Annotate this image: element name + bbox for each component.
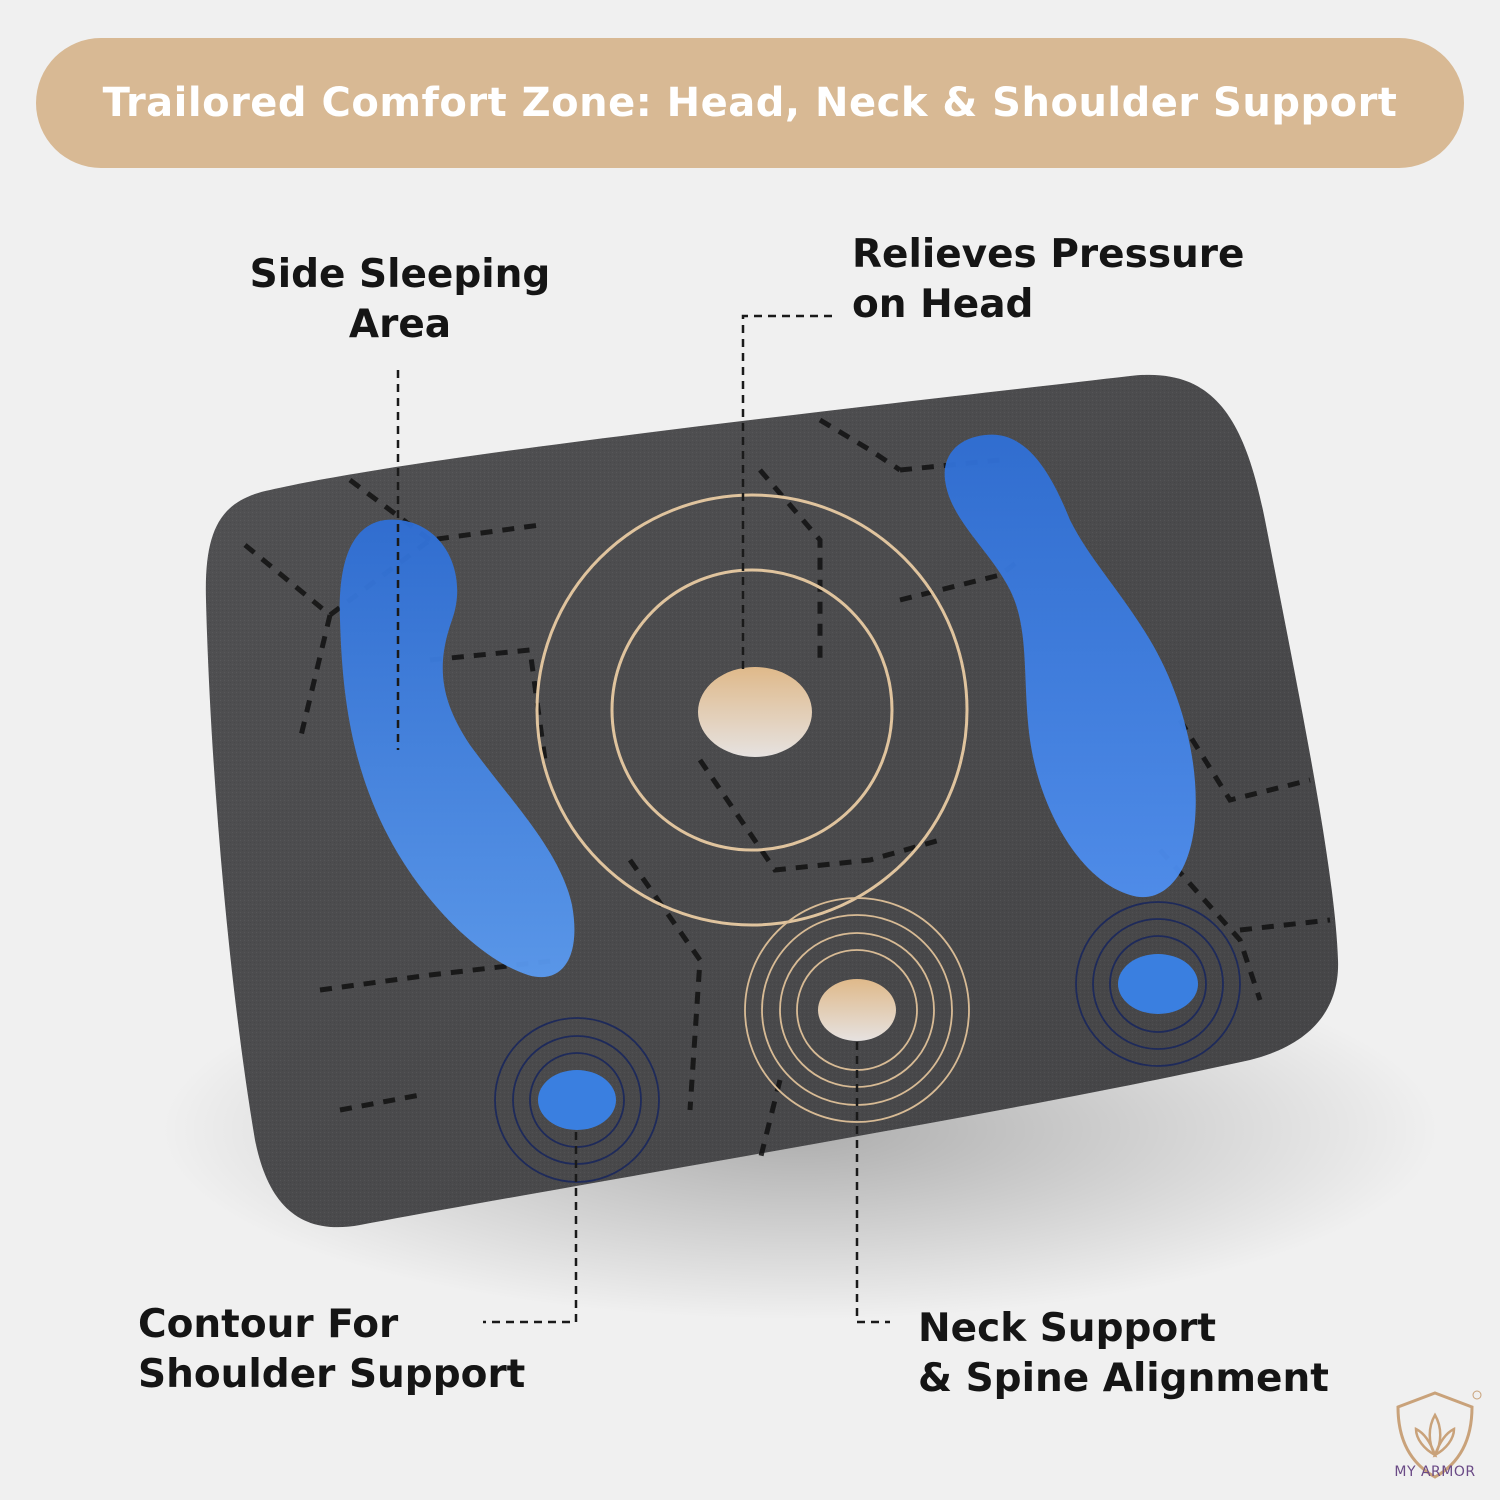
side-zone-left [339, 519, 575, 978]
callout-side-sleeping-line1: Side Sleeping [249, 252, 551, 297]
callout-shoulder-contour-line2: Shoulder Support [138, 1352, 526, 1397]
callout-neck-support: Neck Support & Spine Alignment [918, 1304, 1329, 1404]
neck-support-center [818, 979, 896, 1041]
callout-shoulder-contour-line1: Contour For [138, 1302, 399, 1347]
leader-shoulder-contour [483, 1132, 578, 1324]
callout-relieves-pressure: Relieves Pressure on Head [852, 230, 1244, 330]
banner-title: Trailored Comfort Zone: Head, Neck & Sho… [102, 80, 1398, 126]
leader-lines [396, 314, 890, 1324]
shoulder-center-left [538, 1070, 616, 1130]
callout-side-sleeping-line2: Area [348, 302, 452, 347]
title-banner: Trailored Comfort Zone: Head, Neck & Sho… [36, 38, 1464, 168]
brand-logo-icon [1396, 1390, 1482, 1479]
shoulder-center-right [1118, 954, 1198, 1014]
callout-neck-support-line2: & Spine Alignment [918, 1356, 1329, 1401]
shoulder-rings-right [1075, 901, 1241, 1067]
callout-side-sleeping: Side Sleeping Area [245, 250, 555, 350]
leader-neck-support [855, 1042, 890, 1324]
head-pressure-center [698, 667, 812, 757]
callout-relieves-pressure-line2: on Head [852, 282, 1034, 327]
callout-relieves-pressure-line1: Relieves Pressure [852, 232, 1245, 277]
callout-neck-support-line1: Neck Support [918, 1306, 1217, 1351]
callout-shoulder-contour: Contour For Shoulder Support [138, 1300, 525, 1400]
head-pressure-rings [535, 493, 969, 927]
brand-name: MY ARMOR [1394, 1464, 1476, 1480]
side-zone-right [944, 434, 1196, 898]
leader-relieves-pressure [741, 314, 832, 672]
